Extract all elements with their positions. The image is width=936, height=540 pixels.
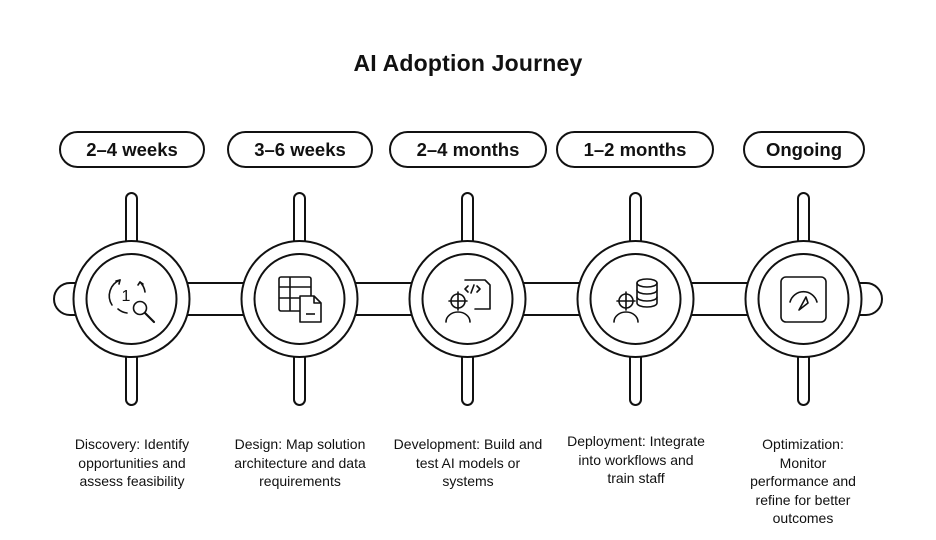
- stage-4-description: Deployment: Integrate into workflows and…: [567, 433, 705, 486]
- stage-5-node: [744, 192, 863, 406]
- stage-2-duration: 3–6 weeks: [227, 131, 373, 168]
- stage-1-duration: 2–4 weeks: [59, 131, 205, 168]
- stage-3-description: Development: Build and test AI models or…: [393, 436, 543, 489]
- user-database-icon: [613, 278, 658, 323]
- table-document-icon: [278, 276, 322, 323]
- stage-5-duration: Ongoing: [743, 131, 865, 168]
- timeline-right-cap: [865, 282, 883, 316]
- stage-3-duration: 2–4 months: [389, 131, 547, 168]
- stage-2-description: Design: Map solution architecture and da…: [234, 436, 366, 489]
- gauge-icon: [780, 276, 827, 323]
- stage-3-node: [408, 192, 527, 406]
- page-title: AI Adoption Journey: [353, 50, 583, 76]
- stage-1-description: Discovery: Identify opportunities and as…: [74, 436, 190, 489]
- stage-1-node: [72, 192, 191, 406]
- stage-4-duration: 1–2 months: [556, 131, 714, 168]
- icon-number: 1: [122, 288, 131, 305]
- search-refresh-icon: 1: [108, 279, 156, 324]
- developer-code-icon: [445, 279, 491, 323]
- timeline-left-cap: [53, 282, 71, 316]
- stage-5-description: Optimization: Monitor performance and re…: [750, 436, 856, 526]
- stage-4-node: [576, 192, 695, 406]
